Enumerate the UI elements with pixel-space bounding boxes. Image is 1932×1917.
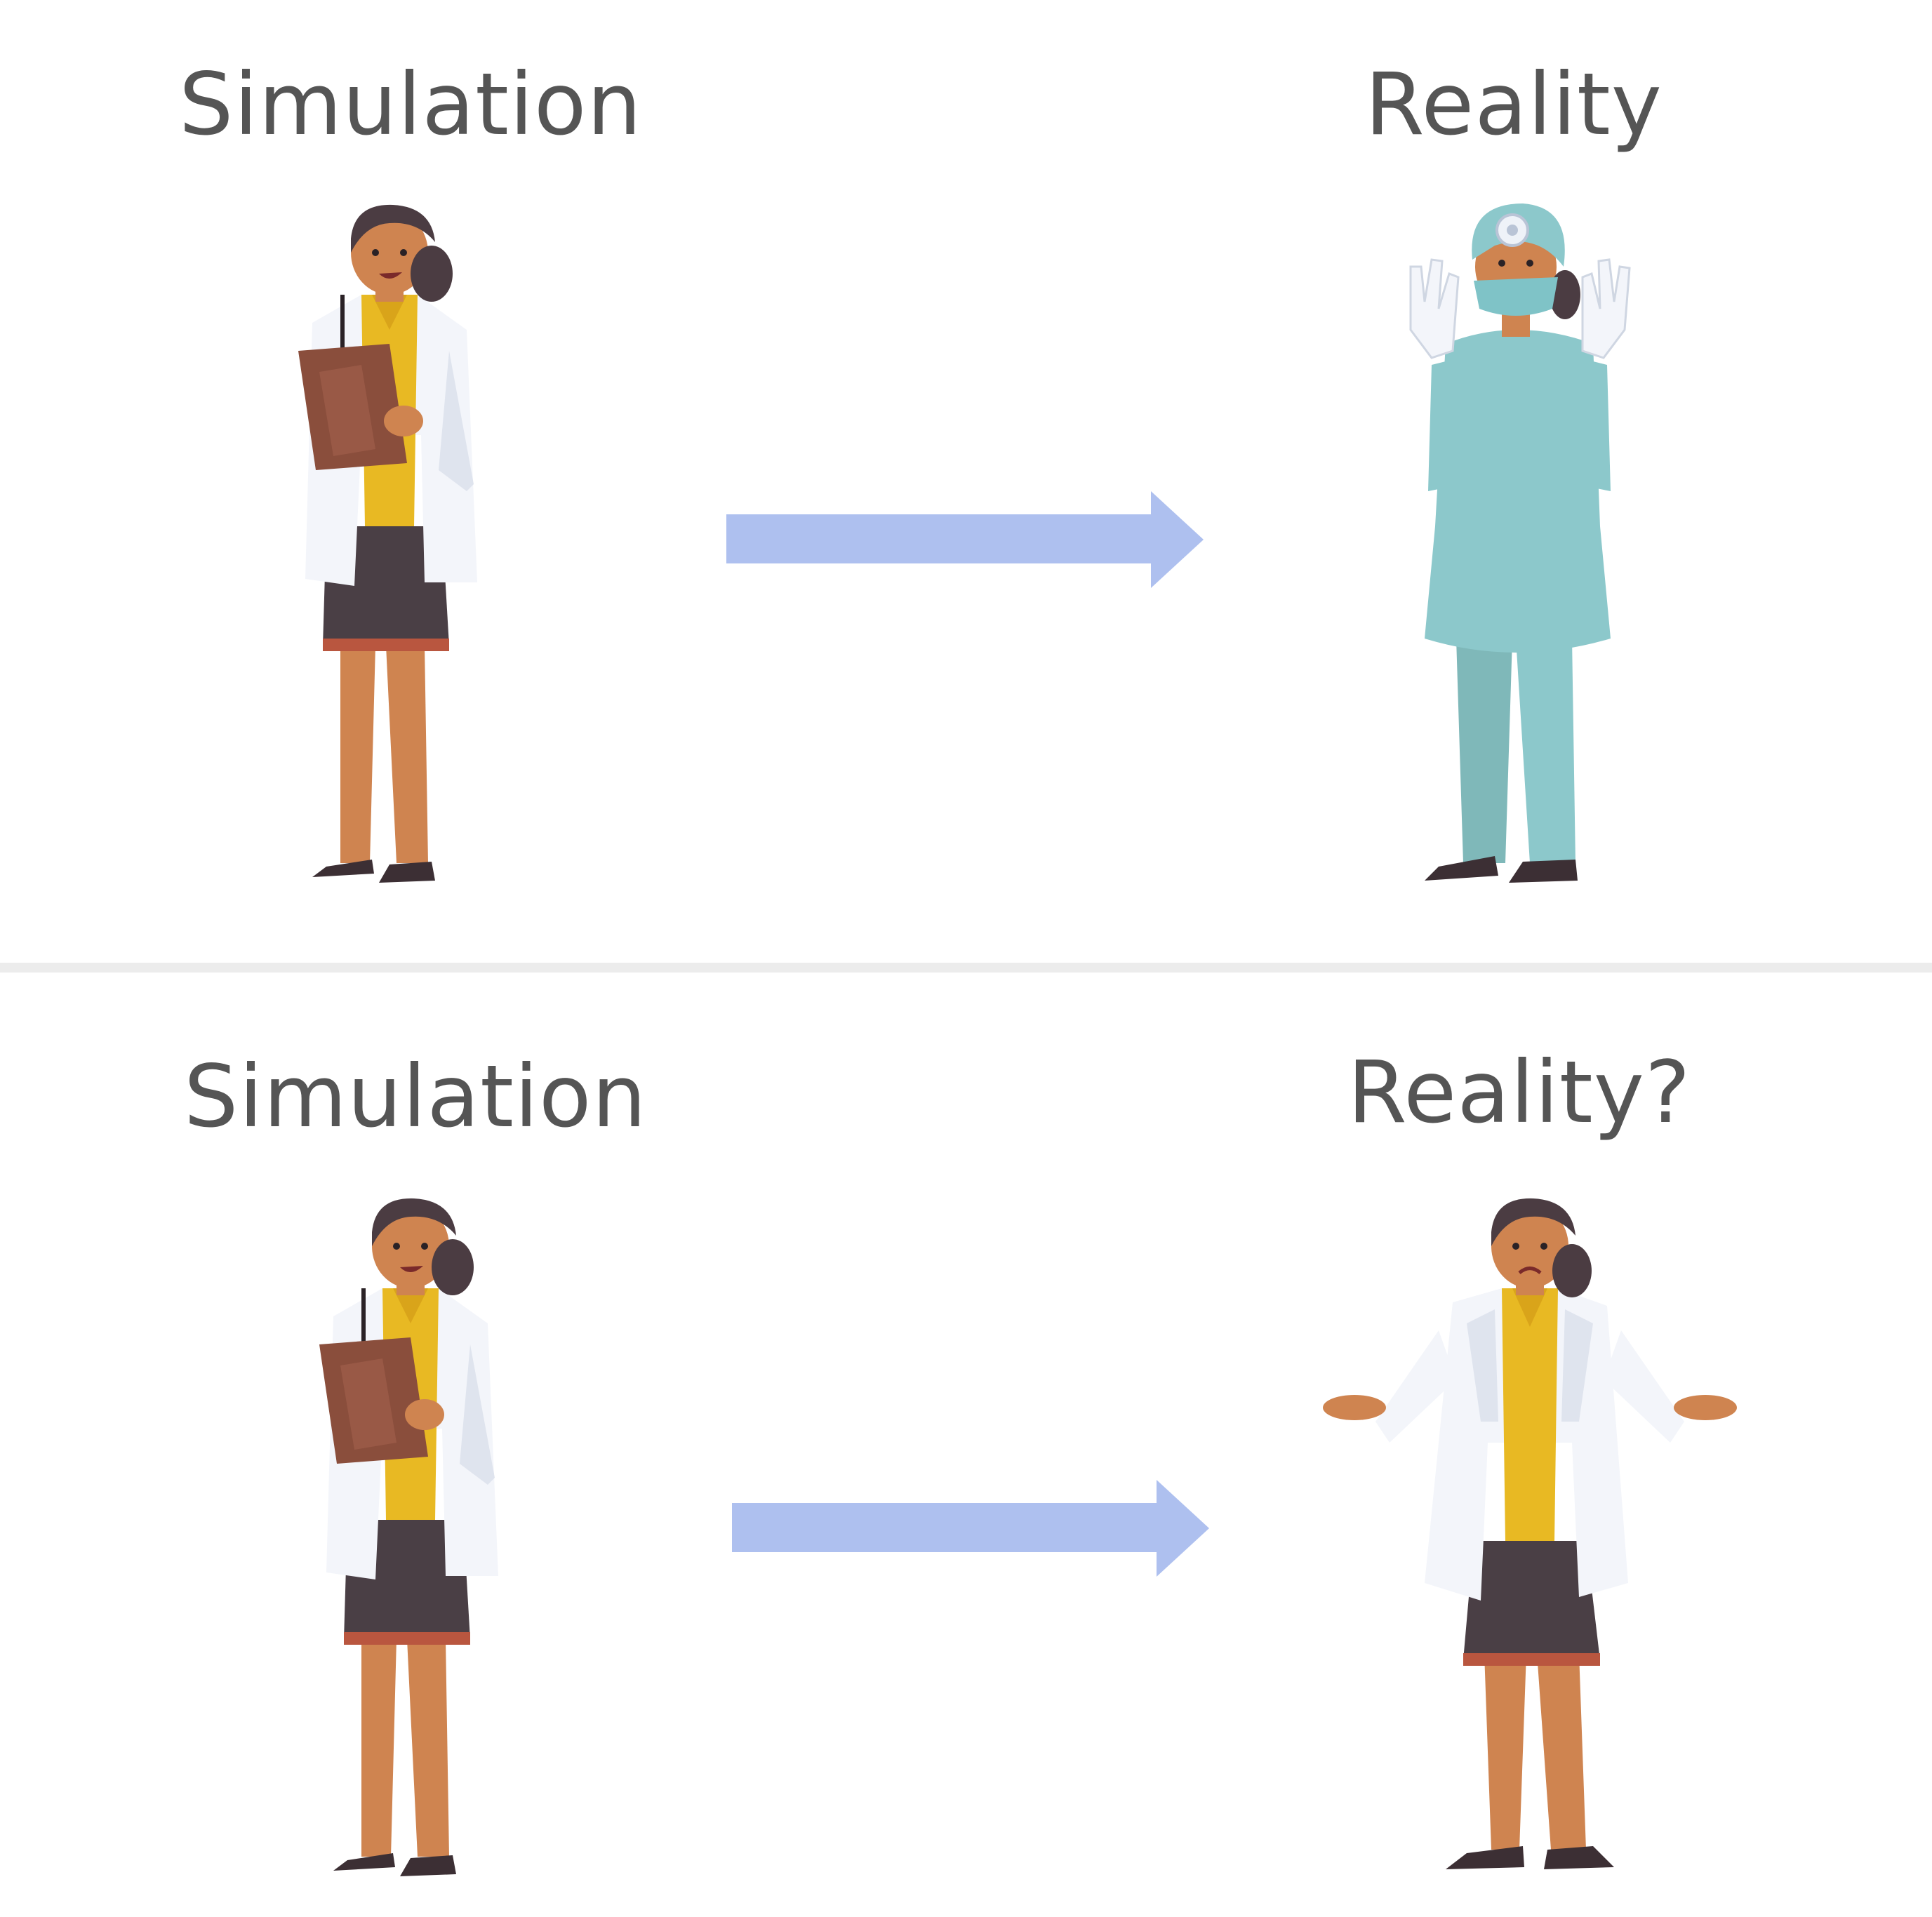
bottom-simulation-label: Simulation [184, 1047, 647, 1147]
top-reality-label: Reality [1365, 55, 1663, 154]
top-simulation-label: Simulation [179, 55, 642, 154]
simulation-doctor-illustration [319, 1198, 498, 1876]
panel-divider [0, 963, 1932, 973]
right-arrow-icon [732, 1480, 1209, 1577]
bottom-reality-question-label: Reality? [1347, 1043, 1691, 1142]
right-arrow-icon [726, 491, 1204, 588]
surgeon-illustration [1409, 202, 1631, 884]
top-panel: Simulation Reality [179, 55, 1663, 884]
simulation-doctor-illustration [298, 204, 477, 883]
confused-doctor-illustration [1305, 1190, 1754, 1892]
bottom-panel: Simulation Reality? [0, 973, 1932, 1917]
